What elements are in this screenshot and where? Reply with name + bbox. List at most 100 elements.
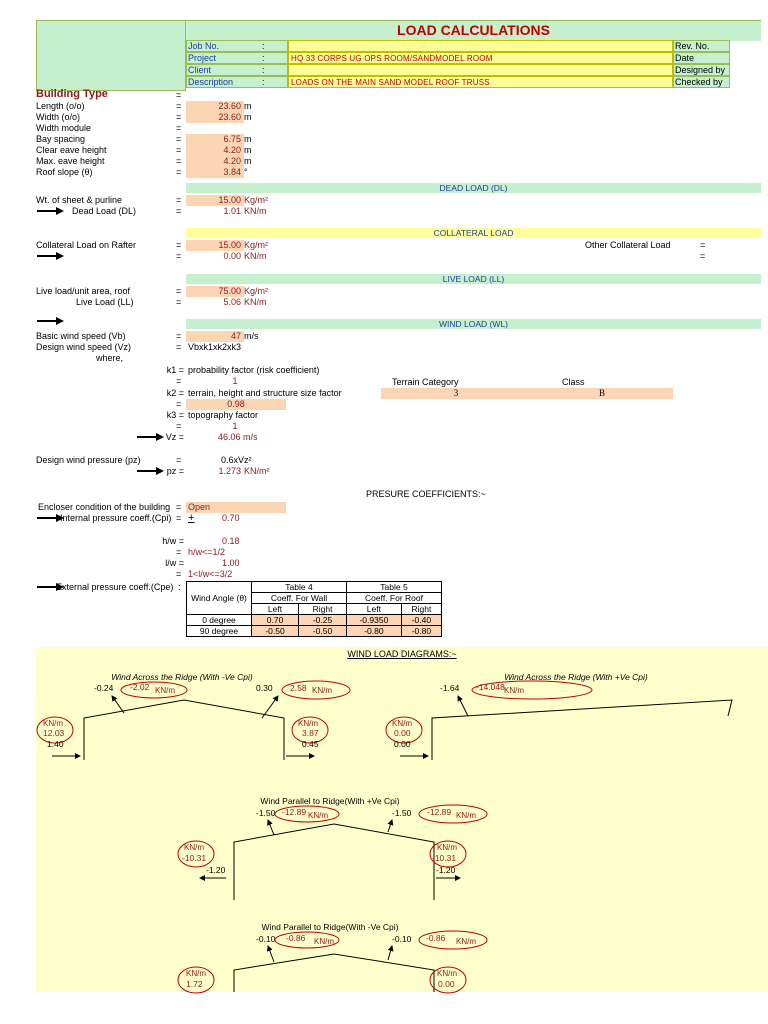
table-row: 0 degree 0.70 -0.25 -0.9350 -0.40 — [186, 614, 443, 626]
header-sep: : — [262, 77, 265, 87]
dead-r2-unit: KN/m — [244, 206, 267, 216]
wind-load-title: WIND LOAD (WL) — [439, 319, 508, 329]
building-row-label: Length (o/o) — [36, 101, 85, 111]
header-label: Description — [188, 77, 234, 87]
cpi-value: 0.70 — [222, 513, 240, 523]
k1-label: k1 = — [166, 365, 184, 375]
building-row-value: 23.60 — [186, 112, 244, 123]
header-label-bg — [186, 40, 288, 52]
pz-label: Design wind pressure (pz) — [36, 455, 141, 465]
coll-r1-value: 15.00 — [186, 240, 244, 251]
building-row-label: Width module — [36, 123, 92, 133]
building-row-eq: = — [176, 112, 182, 122]
building-row-eq: = — [176, 156, 182, 166]
pz-sym: pz = — [166, 466, 184, 476]
pz-eq: = — [176, 455, 182, 465]
building-row-eq: = — [176, 167, 182, 177]
wind-diagrams-area — [36, 647, 768, 992]
class-label: Class — [562, 377, 585, 387]
k1-desc: probability factor (risk coefficient) — [188, 365, 320, 375]
dead-r2-label: Dead Load (DL) — [72, 206, 137, 216]
live-load-title: LIVE LOAD (LL) — [442, 274, 505, 284]
vb-label: Basic wind speed (Vb) — [36, 331, 126, 341]
building-row-label: Clear eave height — [36, 145, 107, 155]
building-row-unit: m — [244, 112, 252, 122]
building-row-label: Max. eave height — [36, 156, 105, 166]
cpe-h-roof: Coeff. For Roof — [346, 592, 442, 604]
presure-title: PRESURE COEFFICIENTS:~ — [366, 489, 486, 499]
building-row-label: Width (o/o) — [36, 112, 81, 122]
vb-eq: = — [176, 331, 182, 341]
cpe-angle: 0 degree — [186, 614, 252, 626]
encl-eq: = — [176, 502, 182, 512]
live-r1-value: 75.00 — [186, 286, 244, 297]
cpe-rl: -0.80 — [346, 625, 402, 637]
building-row-unit: m — [244, 145, 252, 155]
diagrams-title: WIND LOAD DIAGRAMS:~ — [347, 649, 457, 659]
table-row: 90 degree -0.50 -0.50 -0.80 -0.80 — [186, 625, 443, 637]
header-label-bg — [186, 76, 288, 88]
header-right-bg — [673, 76, 730, 88]
hw-eq: = — [176, 547, 182, 557]
cpe-h-left: Left — [250, 603, 300, 615]
cpi-eq: = — [176, 513, 182, 523]
dead-r1-label: Wt. of sheet & purline — [36, 195, 123, 205]
cpe-table: Wind Angle (θ) Table 4 Table 5 Coeff. Fo… — [186, 581, 443, 637]
arrow-icon — [37, 317, 64, 325]
cpe-h-right: Right — [298, 603, 347, 615]
header-label: Job No. — [188, 41, 220, 51]
header-value-bg — [288, 76, 673, 88]
pz-value: 1.273 — [218, 466, 241, 476]
building-row-unit: m — [244, 134, 252, 144]
live-r2-unit: KN/m — [244, 297, 267, 307]
cpe-wr: -0.25 — [298, 614, 347, 626]
header-label: Project — [188, 53, 217, 63]
vb-value: 47 — [186, 331, 244, 342]
k3-value: 1 — [232, 421, 238, 431]
vb-unit: m/s — [244, 331, 259, 341]
vz-label: Design wind speed (Vz) — [36, 342, 132, 352]
page-title: LOAD CALCULATIONS — [397, 22, 550, 38]
k2-value: 0.98 — [186, 399, 286, 410]
building-row-unit: m — [244, 101, 252, 111]
hw-cond: h/w<=1/2 — [188, 547, 226, 557]
cpe-h-right: Right — [400, 603, 443, 615]
vz-sym: Vz = — [165, 432, 184, 442]
dead-r2-eq: = — [176, 206, 182, 216]
hw-value: 0.18 — [222, 536, 240, 546]
cpe-h-table5: Table 5 — [346, 581, 442, 593]
dead-load-bar — [186, 183, 761, 193]
terrain-value: 3 — [381, 388, 531, 399]
header-value-bg — [288, 52, 673, 64]
cpe-wr: -0.50 — [298, 625, 347, 637]
vz-eq: = — [176, 342, 182, 352]
building-row-eq: = — [176, 101, 182, 111]
header-right-bg — [673, 52, 730, 64]
coll-other-eq2: = — [700, 251, 706, 261]
coll-other-label: Other Collateral Load — [585, 240, 671, 250]
coll-r2-eq: = — [176, 251, 182, 261]
header-right-label: Checked by — [675, 77, 723, 87]
header-value: HQ 33 CORPS UG OPS ROOM/SANDMODEL ROOM — [291, 54, 493, 63]
building-row-value: 6.75 — [186, 134, 244, 145]
pz-unit: KN/m² — [244, 466, 270, 476]
encl-label: Encloser condition of the building — [38, 502, 171, 512]
building-type-heading: Building Type — [36, 88, 108, 100]
building-row-label: Bay spacing — [36, 134, 86, 144]
header-sep: : — [262, 65, 265, 75]
building-row-value: 3.84 — [186, 167, 244, 178]
class-value: B — [531, 388, 673, 399]
wind-load-bar — [186, 319, 761, 329]
k2-desc: terrain, height and structure size facto… — [188, 388, 342, 398]
building-row-value: 23.60 — [186, 101, 244, 112]
k3-label: k3 = — [166, 410, 184, 420]
k1-eq: = — [176, 376, 182, 386]
building-row-value: 4.20 — [186, 145, 244, 156]
cpe-h-left: Left — [346, 603, 402, 615]
k2-eq: = — [176, 399, 182, 409]
lw-cond: 1<l/w<=3/2 — [188, 569, 233, 579]
building-row-eq: = — [176, 134, 182, 144]
cpe-h-table4: Table 4 — [251, 581, 347, 593]
collateral-bar — [186, 228, 761, 238]
building-row-unit: m — [244, 156, 252, 166]
